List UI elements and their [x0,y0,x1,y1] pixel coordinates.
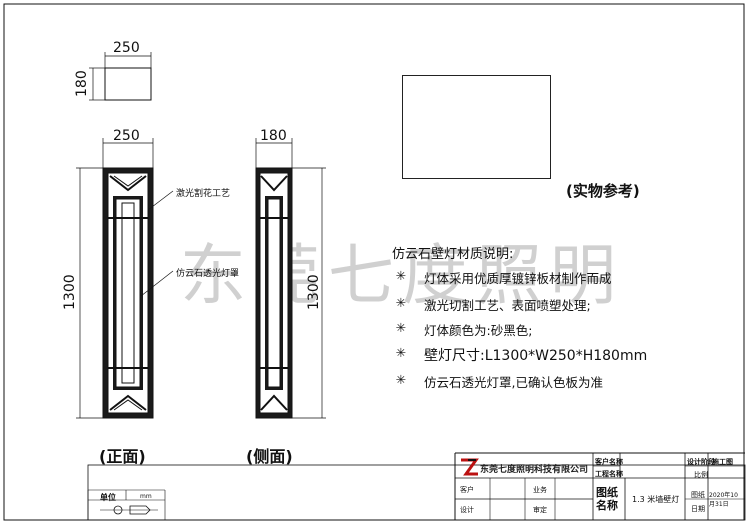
front-view: 250 1300 [62,128,174,419]
spec-item: ✳ 灯体颜色为:砂黑色; [392,320,533,339]
review-label: 审定 [533,506,547,514]
spec-item: ✳ 壁灯尺寸:L1300*W250*H180mm [392,345,647,365]
company-name: 东莞七度照明科技有限公司 [480,465,589,475]
top-width-label: 250 [113,40,140,56]
callout-faux-marble-shade: 仿云石透光灯罩 [176,269,240,279]
spec-item-text: 仿云石透光灯罩,已确认色板为准 [424,375,603,390]
side-view: 180 1300 [255,128,326,419]
photo-caption: (实物参考) [566,182,640,200]
header-project: 工程名称 [595,470,623,478]
star-icon: ✳ [395,320,407,335]
front-width-label: 250 [113,128,140,144]
top-view: 250 180 [74,40,152,101]
spec-item-text: 壁灯尺寸:L1300*W250*H180mm [424,348,648,364]
top-depth-label: 180 [74,70,90,97]
date-value: 2020年10月31日 [709,492,738,508]
company-logo [461,458,479,476]
side-view-caption: (侧面) [246,447,293,466]
spec-item-text: 灯体颜色为:砂黑色; [424,323,533,338]
header-client: 客户名称 [595,458,623,466]
drawing-name-label: 图纸名称 [596,486,618,512]
reference-photo-frame [402,75,551,179]
star-icon: ✳ [395,345,407,360]
unit-value: mm [140,493,152,500]
side-height-label: 1300 [306,274,322,310]
drawing-no-label: 图纸 [691,491,705,499]
star-icon: ✳ [395,372,407,387]
spec-item-text: 激光切割工艺、表面喷塑处理; [424,298,591,313]
star-icon: ✳ [395,268,407,283]
drawing-name-value: 1.3 米墙壁灯 [632,495,680,504]
side-width-label: 180 [260,128,287,144]
spec-title: 仿云石壁灯材质说明: [392,247,514,262]
spec-item-text: 灯体采用优质厚镀锌板材制作而成 [424,271,612,286]
stage-value: 施工图 [712,458,733,466]
callout-laser-cut: 激光割花工艺 [176,189,231,199]
spec-item: ✳ 仿云石透光灯罩,已确认色板为准 [392,372,603,391]
spec-item: ✳ 激光切割工艺、表面喷塑处理; [392,295,591,314]
design-label: 设计 [460,506,474,514]
stage-label: 设计阶段 [687,458,715,466]
watermark-text: 东莞七度照明 [180,237,624,314]
title-block-grid [87,452,745,520]
unit-label: 单位 [100,493,116,502]
front-view-caption: (正面) [99,447,146,466]
business-label: 业务 [533,486,547,494]
scale-label: 比例 [694,471,708,479]
date-label: 日期 [691,505,705,513]
customer-label: 客户 [460,486,474,494]
star-icon: ✳ [395,295,407,310]
spec-item: ✳ 灯体采用优质厚镀锌板材制作而成 [392,268,612,287]
front-height-label: 1300 [62,274,78,310]
